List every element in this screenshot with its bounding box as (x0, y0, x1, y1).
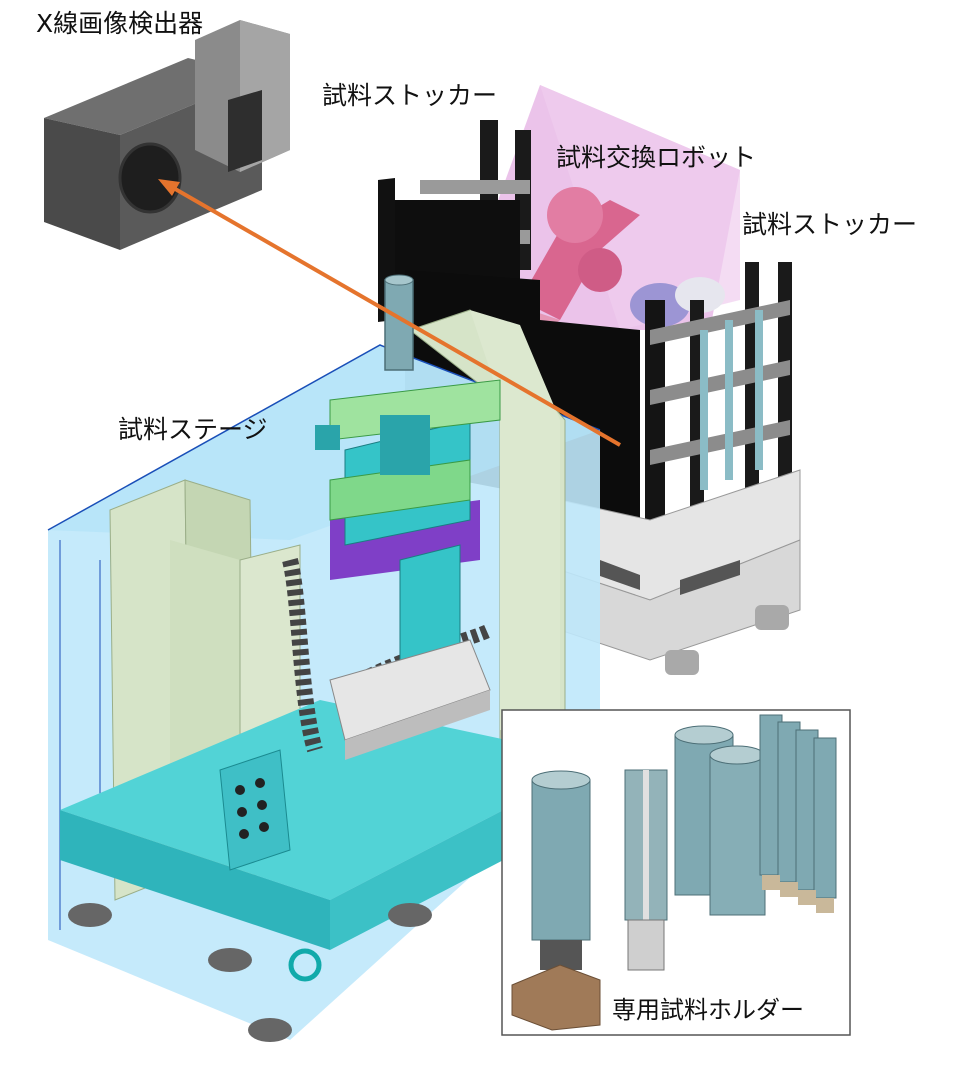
label-stocker-right: 試料ストッカー (742, 210, 918, 239)
holder-cutaway (624, 769, 668, 971)
label-detector: X線画像検出器 (36, 9, 204, 38)
xray-detector (44, 20, 290, 250)
label-stocker-left: 試料ストッカー (322, 81, 498, 110)
detector-aperture (118, 142, 182, 214)
label-stage: 試料ステージ (118, 415, 268, 444)
stocker-base (559, 469, 801, 675)
holder-mounted (511, 770, 601, 1031)
label-robot: 試料交換ロボット (556, 143, 757, 172)
sample-stage (315, 379, 501, 760)
label-holder: 専用試料ホルダー (612, 996, 804, 1024)
holder-inset (501, 709, 851, 1036)
connector-box (219, 749, 291, 871)
xray-beam (158, 179, 621, 447)
holder-slim-set (759, 714, 837, 913)
sample-stocker-right (645, 262, 792, 530)
holder-large (674, 725, 766, 916)
